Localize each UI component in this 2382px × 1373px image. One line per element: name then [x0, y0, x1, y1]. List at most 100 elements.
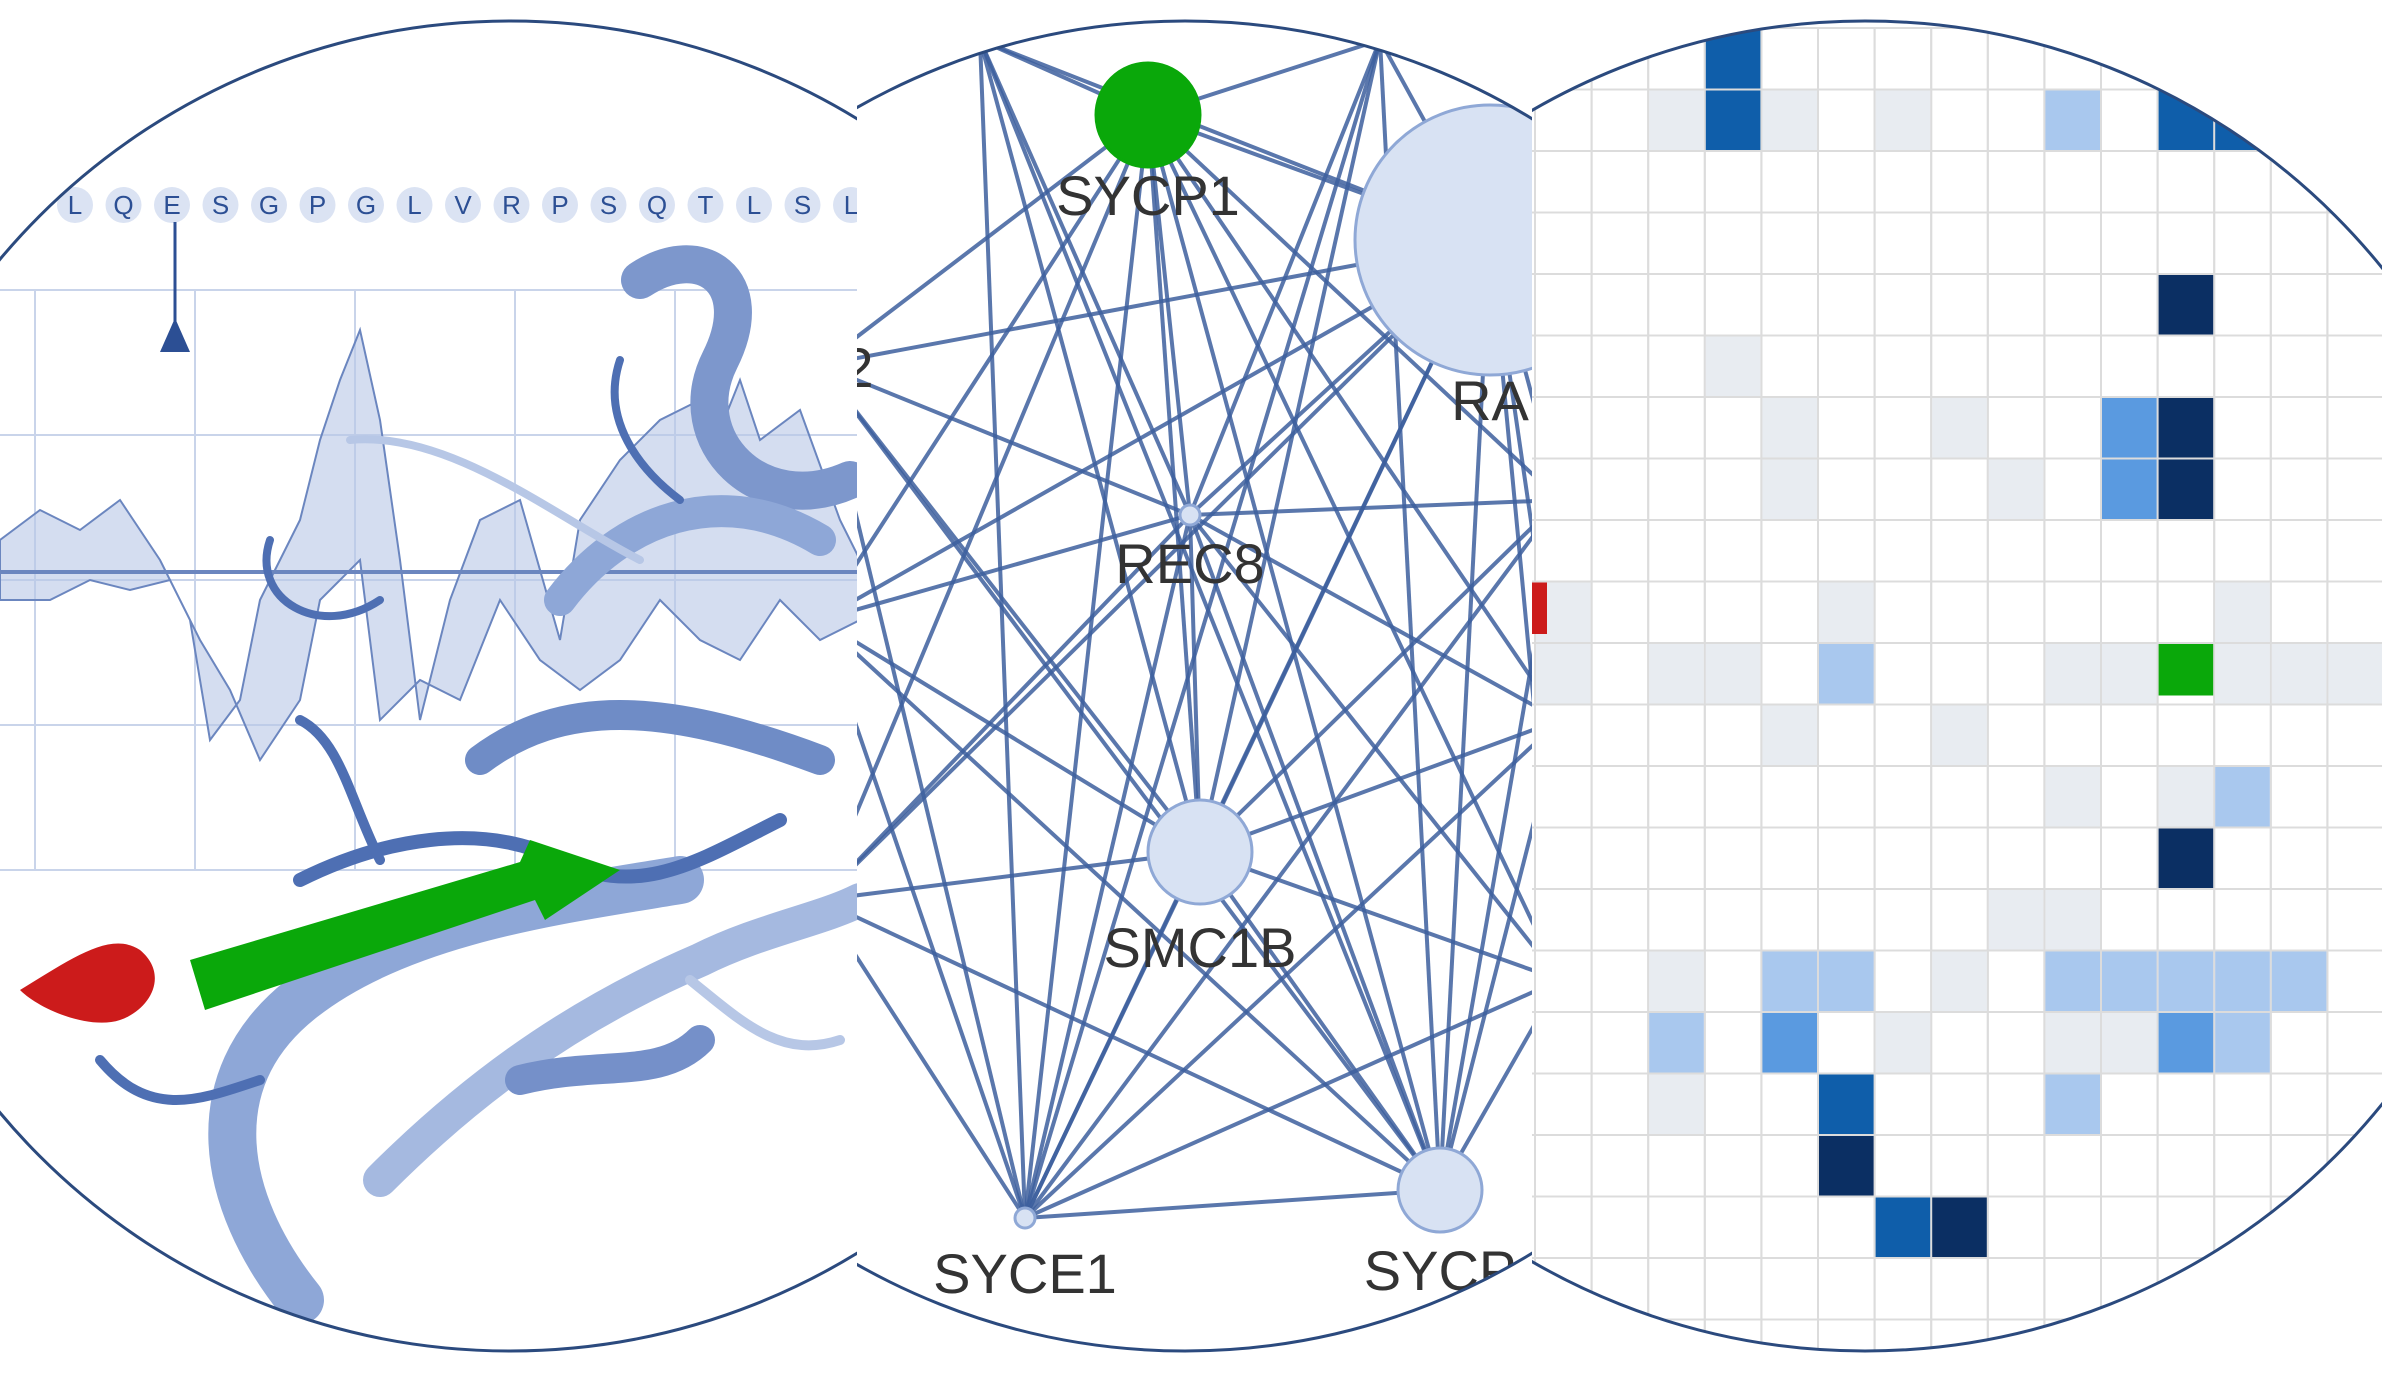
heatmap-cell[interactable] [2215, 1013, 2270, 1073]
heatmap-cell[interactable] [2215, 767, 2270, 827]
heatmap-cell[interactable] [1875, 90, 1931, 151]
heatmap-cell[interactable] [1762, 459, 1817, 520]
heatmap-cell[interactable] [2158, 459, 2214, 520]
heatmap-gridcell [2213, 1318, 2272, 1351]
heatmap-cell[interactable] [2271, 644, 2327, 704]
heatmap-cell[interactable] [1649, 1074, 1704, 1135]
heatmap-cell[interactable] [2158, 275, 2214, 335]
residue-bubble[interactable] [251, 187, 287, 223]
network-edge [1198, 39, 1382, 853]
heatmap-cell[interactable] [1819, 644, 1874, 704]
heatmap-cell[interactable] [1932, 705, 1987, 766]
residue-bubble[interactable] [687, 187, 724, 223]
heatmap-cell[interactable] [1762, 90, 1817, 151]
residue-bubble[interactable] [105, 187, 142, 223]
heatmap-cell[interactable] [2045, 951, 2100, 1012]
heatmap-gridcell [2269, 1257, 2329, 1321]
heatmap-cell[interactable] [1649, 951, 1704, 1012]
residue-bubble[interactable] [396, 187, 433, 223]
residue-bubble[interactable] [348, 187, 384, 223]
residue-bubble[interactable] [833, 187, 869, 223]
residue-bubble[interactable] [154, 187, 190, 223]
residue-bubble[interactable] [736, 187, 772, 223]
heatmap-cell[interactable] [1649, 644, 1704, 704]
residue-letter: R [502, 190, 521, 220]
heatmap-cell[interactable] [1649, 1013, 1704, 1073]
heatmap-highlight-cell[interactable] [2158, 644, 2214, 696]
heatmap-gridcell [2156, 1318, 2216, 1351]
network-edge [857, 114, 1150, 901]
node-sycp2[interactable] [1396, 1146, 1484, 1234]
heatmap-cell[interactable] [2045, 1013, 2100, 1073]
heatmap-cell[interactable] [1762, 705, 1817, 766]
heatmap-cell[interactable] [2102, 951, 2157, 1012]
position-marker-icon[interactable] [160, 318, 190, 352]
heatmap-cell[interactable] [1819, 1136, 1874, 1196]
heatmap-cell[interactable] [1762, 1013, 1817, 1073]
heatmap-cell[interactable] [1705, 644, 1761, 704]
heatmap-cell[interactable] [2102, 459, 2157, 520]
heatmap-cell[interactable] [2158, 398, 2214, 458]
heatmap-cell[interactable] [2045, 90, 2100, 151]
residue-bubble[interactable] [493, 187, 530, 223]
heatmap-cell[interactable] [2215, 90, 2270, 151]
node-label-sycp1: SYCP1 [1056, 164, 1240, 227]
heatmap-cell[interactable] [2215, 582, 2270, 643]
heatmap-cell[interactable] [1932, 1197, 1987, 1258]
residue-bubble[interactable] [542, 187, 578, 223]
node-sycp1[interactable] [1094, 61, 1202, 169]
heatmap-cell[interactable] [1705, 336, 1761, 397]
residue-bubble[interactable] [57, 187, 93, 223]
network-edge [978, 39, 1202, 853]
heatmap-cell[interactable] [1762, 951, 1817, 1012]
node-syce1[interactable] [1013, 1206, 1037, 1230]
heatmap-gridcell [2326, 27, 2382, 91]
heatmap-cell[interactable] [2215, 644, 2270, 704]
heatmap-cell[interactable] [1536, 644, 1591, 704]
heatmap-highlight-cell[interactable] [1525, 582, 1547, 635]
residue-bubble[interactable] [445, 187, 481, 223]
heatmap-cell[interactable] [2102, 398, 2157, 458]
network-edge [978, 39, 1442, 1191]
heatmap-cell[interactable] [2045, 767, 2100, 827]
residue-bubble[interactable] [590, 187, 627, 223]
heatmap-cell[interactable] [2328, 644, 2382, 704]
network-edge [857, 619, 1027, 1219]
residue-letter: G [356, 190, 376, 220]
heatmap-cell[interactable] [2215, 951, 2270, 1012]
node-rad[interactable] [1353, 103, 1625, 377]
heatmap-cell[interactable] [1875, 1197, 1931, 1258]
heatmap-cell[interactable] [1649, 90, 1704, 151]
heatmap-cell[interactable] [1932, 398, 1987, 458]
network-edge [978, 39, 1192, 516]
heatmap-cell[interactable] [1988, 890, 2044, 950]
heatmap-cell[interactable] [1932, 951, 1987, 1012]
heatmap-cell[interactable] [1705, 90, 1761, 151]
heatmap-cell[interactable] [2045, 1074, 2100, 1135]
residue-bubble[interactable] [299, 187, 336, 223]
heatmap-cell[interactable] [2102, 644, 2157, 704]
heatmap-gridcell [1532, 27, 1537, 91]
node-rec8[interactable] [1178, 503, 1202, 527]
residue-bubble[interactable] [639, 187, 675, 223]
heatmap-cell[interactable] [1819, 582, 1874, 643]
node-smc1b[interactable] [1146, 798, 1254, 906]
heatmap-cell[interactable] [2045, 644, 2100, 704]
heatmap-cell[interactable] [2158, 767, 2214, 827]
heatmap-cell[interactable] [2102, 1013, 2157, 1073]
heatmap-cell[interactable] [1762, 398, 1817, 458]
heatmap-cell[interactable] [1875, 1013, 1931, 1073]
heatmap-cell[interactable] [2158, 90, 2214, 151]
heatmap-gridcell [2326, 1195, 2382, 1259]
heatmap-cell[interactable] [1819, 1074, 1874, 1135]
heatmap-cell[interactable] [2271, 951, 2327, 1012]
heatmap-cell[interactable] [2158, 828, 2214, 889]
heatmap-cell[interactable] [2158, 1013, 2214, 1073]
residue-bubble[interactable] [784, 187, 821, 223]
heatmap-cell[interactable] [1988, 459, 2044, 520]
heatmap-cell[interactable] [1819, 951, 1874, 1012]
heatmap-cell[interactable] [2158, 951, 2214, 1012]
heatmap-cell[interactable] [2045, 890, 2100, 950]
residue-bubble[interactable] [202, 187, 239, 223]
